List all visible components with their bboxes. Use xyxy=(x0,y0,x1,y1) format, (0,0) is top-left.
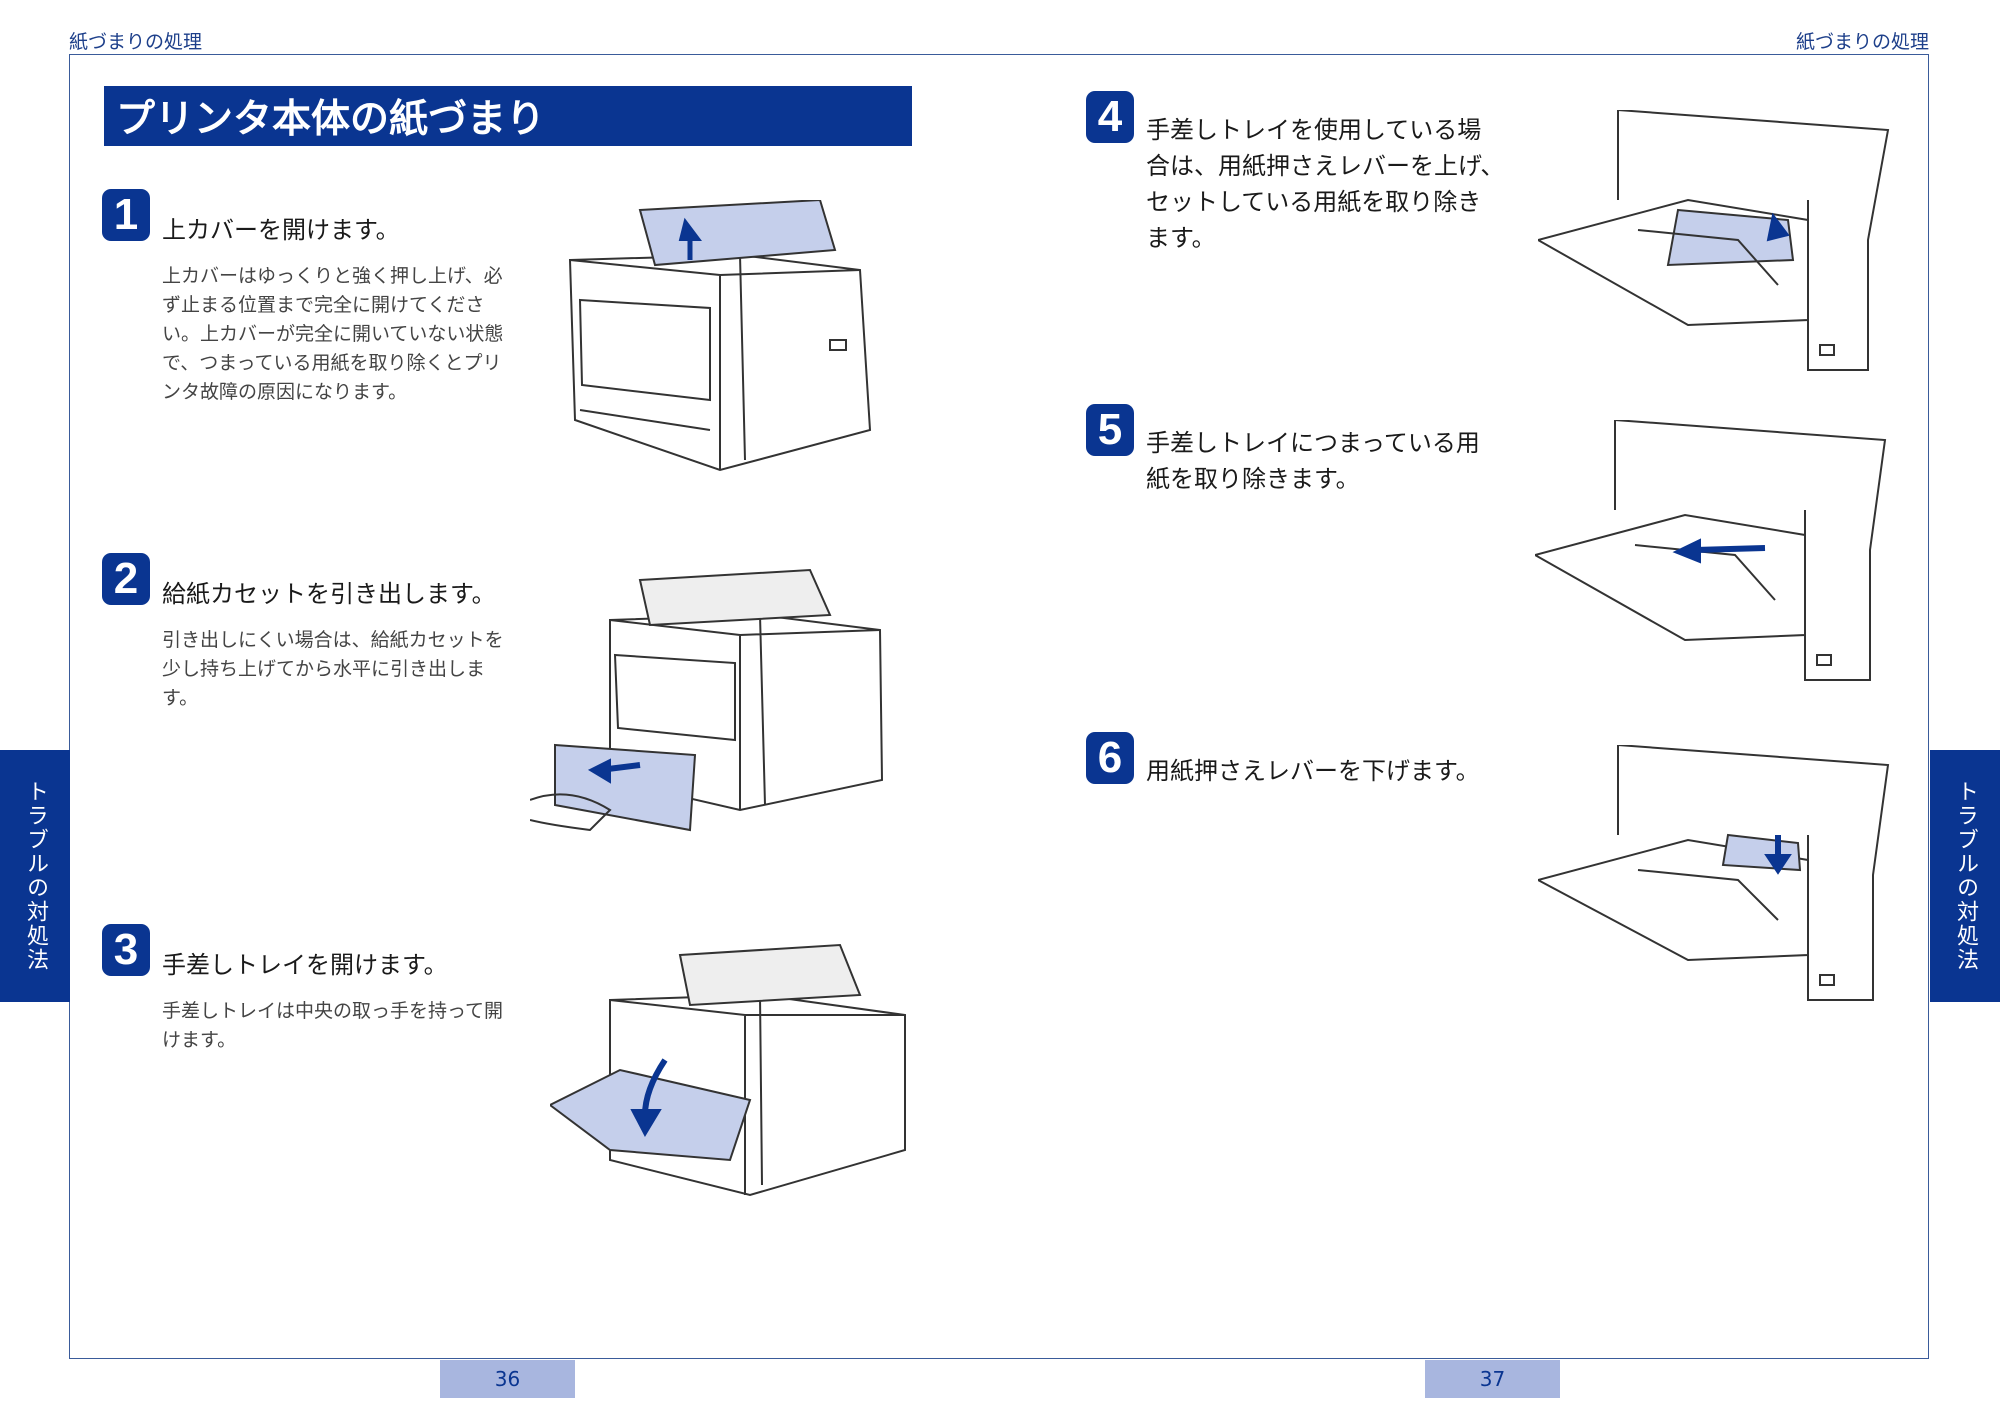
step-2-body: 引き出しにくい場合は、給紙カセットを 少し持ち上げてから水平に引き出しま す。 xyxy=(162,629,504,709)
step-3-heading: 手差しトレイを開けます。 xyxy=(162,951,448,979)
page-frame xyxy=(69,54,1929,1359)
step-4-badge: 4 xyxy=(1086,91,1134,143)
step-5-badge: 5 xyxy=(1086,404,1134,456)
step-6-badge: 6 xyxy=(1086,732,1134,784)
running-head-right: 紙づまりの処理 xyxy=(1795,31,1929,53)
section-title: プリンタ本体の紙づまり xyxy=(104,86,912,146)
manual-tray-lever-up-illustration xyxy=(1538,110,1890,380)
step-2-heading: 給紙カセットを引き出します。 xyxy=(162,580,496,608)
printer-top-cover-open-illustration xyxy=(560,200,890,480)
side-tab-left: トラブルの対処法 xyxy=(0,750,70,1002)
step-2-badge: 2 xyxy=(102,553,150,605)
page-number-right: 37 xyxy=(1425,1360,1560,1398)
step-5-heading: 手差しトレイにつまっている用 紙を取り除きます。 xyxy=(1146,429,1480,493)
side-tab-right: トラブルの対処法 xyxy=(1930,750,2000,1002)
page-number-left: 36 xyxy=(440,1360,575,1398)
step-3-body: 手差しトレイは中央の取っ手を持って開 けます。 xyxy=(162,1000,504,1051)
step-1-body: 上カバーはゆっくりと強く押し上げ、必 ず止まる位置まで完全に開けてくださ い。上… xyxy=(162,265,504,403)
step-1-badge: 1 xyxy=(102,189,150,241)
step-6-heading: 用紙押さえレバーを下げます。 xyxy=(1146,757,1480,785)
step-1-heading: 上カバーを開けます。 xyxy=(162,216,400,244)
manual-feed-tray-open-illustration xyxy=(550,940,910,1200)
paper-cassette-pull-illustration xyxy=(530,560,910,840)
remove-jammed-paper-tray-illustration xyxy=(1535,420,1890,690)
running-head-left: 紙づまりの処理 xyxy=(69,31,203,53)
step-4-heading: 手差しトレイを使用している場 合は、用紙押さえレバーを上げ、 セットしている用紙… xyxy=(1146,116,1505,252)
step-3-badge: 3 xyxy=(102,924,150,976)
manual-tray-lever-down-illustration xyxy=(1538,745,1893,1010)
